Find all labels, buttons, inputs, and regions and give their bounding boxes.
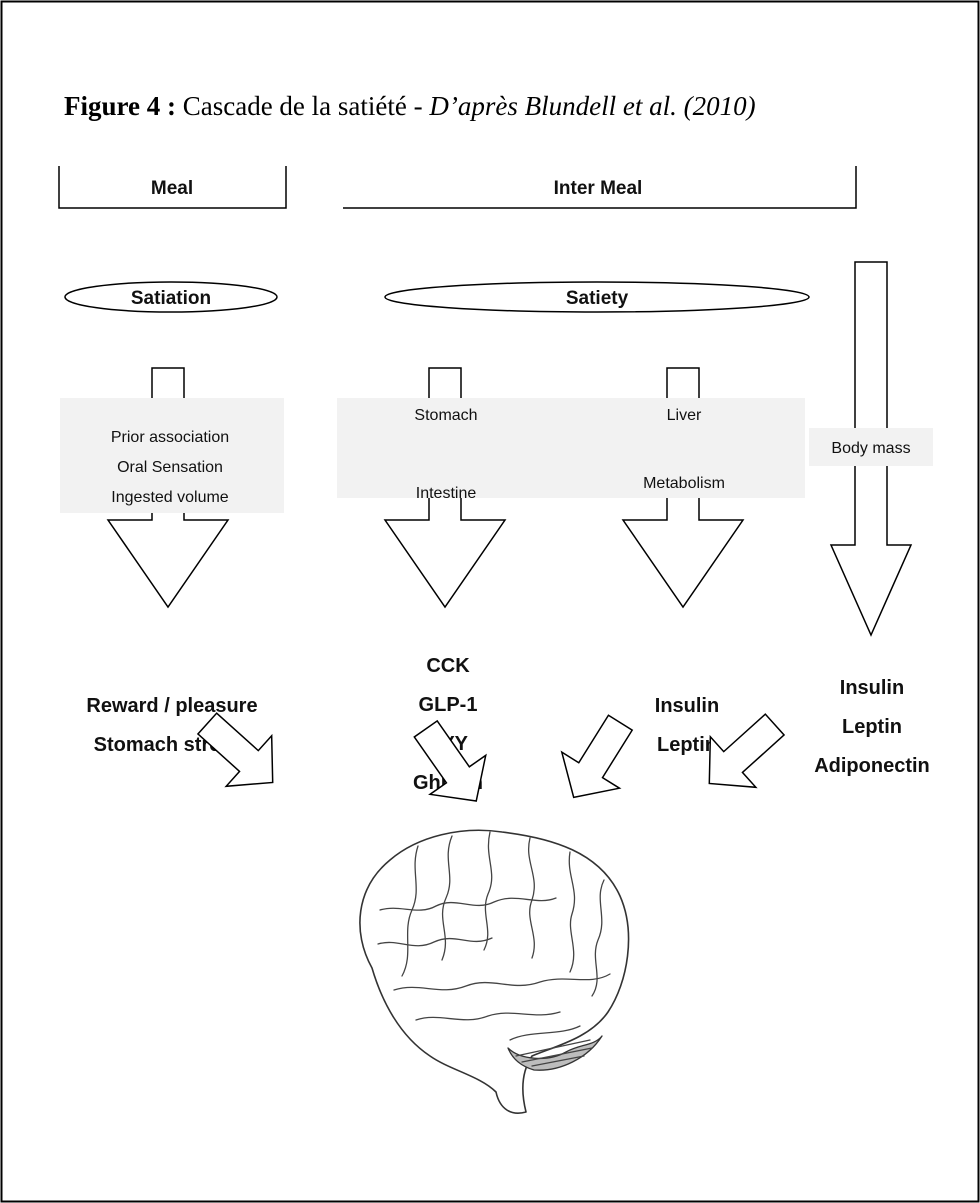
gut-signal: GLP-1 [419, 694, 478, 716]
gut-signal: CCK [426, 655, 470, 677]
liver-pathway-item: Metabolism [643, 475, 725, 492]
inter-meal-bracket [343, 166, 857, 209]
satiation-label: Satiation [131, 288, 211, 309]
meal-phase-label: Meal [151, 178, 193, 199]
figure-label: Figure 4 : [64, 91, 176, 121]
body-pathway-item: Body mass [831, 440, 910, 457]
convergence-arrow-meal [196, 712, 274, 788]
gut-pathway-item: Stomach [414, 407, 477, 424]
satiety-pathway-band [337, 398, 805, 498]
convergence-arrow-body [708, 713, 786, 789]
inter-meal-phase-label: Inter Meal [554, 178, 643, 199]
liver-signal: Insulin [655, 695, 719, 717]
convergence-arrow-liver [560, 714, 634, 799]
meal-pathway-band [60, 398, 284, 513]
figure-caption: Figure 4 : Cascade de la satiété - D’apr… [64, 91, 756, 121]
meal-pathway-item: Ingested volume [111, 489, 229, 506]
meal-pathway-item: Oral Sensation [117, 459, 223, 476]
satiety-label: Satiety [566, 288, 629, 309]
body-pathway-band [809, 428, 933, 466]
body-signal: Insulin [840, 677, 904, 699]
gut-pathway-item: Intestine [416, 485, 477, 502]
liver-signal: Leptin [657, 734, 717, 756]
convergence-arrow-gut [413, 719, 487, 802]
body-signal: Adiponectin [814, 755, 930, 777]
figure-title: Cascade de la satiété - [176, 91, 429, 121]
figure-citation: D’après Blundell et al. (2010) [428, 91, 755, 121]
meal-bracket [58, 166, 287, 209]
brain-illustration [359, 829, 630, 1114]
satiety-ellipse [384, 281, 810, 313]
body-signal: Leptin [842, 716, 902, 738]
satiation-ellipse [64, 281, 278, 313]
meal-pathway-item: Prior association [111, 429, 229, 446]
liver-pathway-item: Liver [667, 407, 702, 424]
meal-signal: Reward / pleasure [86, 695, 257, 717]
